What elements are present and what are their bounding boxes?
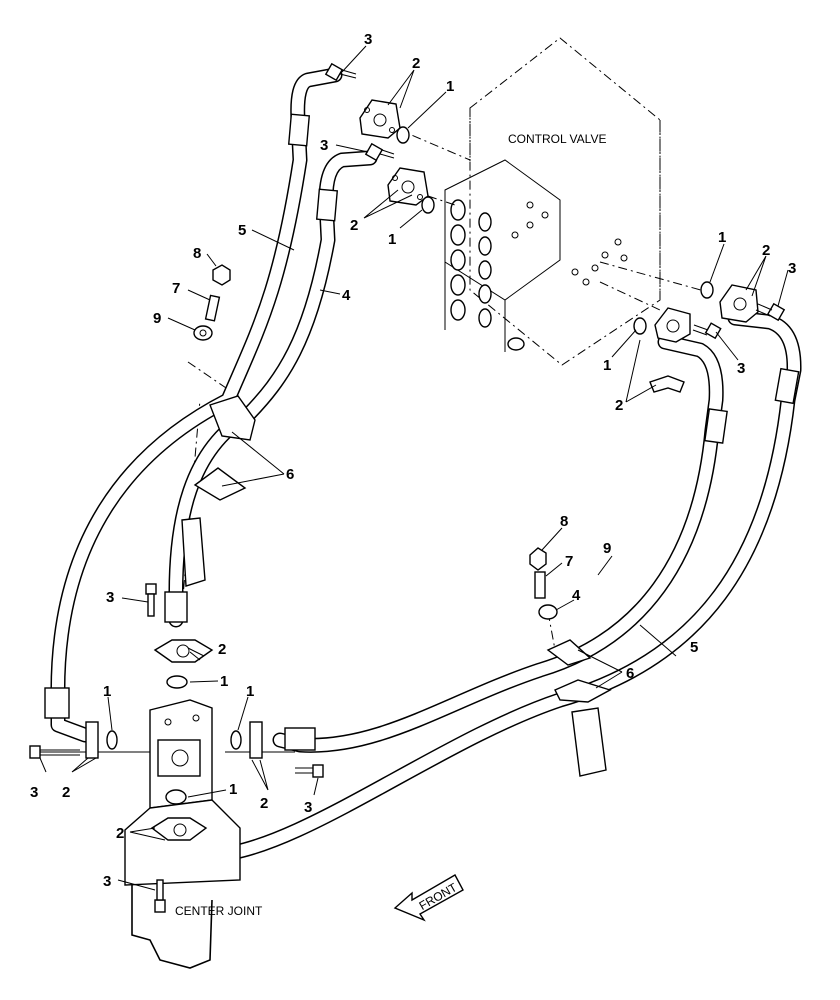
callout-36: 3 (103, 873, 111, 890)
callout-7: 5 (238, 222, 246, 239)
center-o-ring-bottom (165, 789, 187, 805)
bolt-right-2 (692, 322, 722, 340)
callout-31: 2 (62, 784, 70, 801)
callout-13: 1 (718, 229, 726, 246)
flange-right-1 (719, 284, 759, 323)
callout-5: 2 (350, 217, 358, 234)
bolt-right-1 (755, 302, 786, 322)
callout-28: 1 (103, 683, 111, 700)
bolt-upper-2 (364, 142, 395, 162)
callout-2: 2 (412, 55, 420, 72)
callout-8: 4 (342, 287, 351, 304)
flange-half-right (649, 375, 685, 393)
callout-17: 3 (737, 360, 745, 377)
callout-33: 3 (304, 799, 312, 816)
callout-24: 6 (626, 665, 634, 682)
flange-upper-1 (359, 99, 401, 139)
hose-4-left (168, 150, 378, 628)
callout-22: 4 (572, 587, 581, 604)
o-ring-2 (421, 196, 435, 214)
hardware-upper (193, 264, 231, 341)
callout-1: 3 (364, 31, 372, 48)
callout-15: 3 (788, 260, 796, 277)
callout-27: 1 (220, 673, 228, 690)
center-joint-label: CENTER JOINT (175, 904, 263, 918)
control-valve-body (444, 159, 628, 352)
callout-3: 1 (446, 78, 454, 95)
center-bolts (29, 583, 324, 913)
center-flange-bottom (150, 817, 208, 841)
callout-16: 1 (603, 357, 611, 374)
callout-29: 1 (246, 683, 254, 700)
callout-10: 7 (172, 280, 180, 297)
hardware-lower (529, 547, 558, 620)
callout-12: 6 (286, 466, 294, 483)
callout-19: 8 (560, 513, 568, 530)
leader-lines (35, 127, 709, 753)
callout-leaders (39, 45, 789, 891)
callout-32: 2 (260, 795, 268, 812)
callout-11: 9 (153, 310, 161, 327)
o-ring-1 (396, 126, 410, 144)
control-valve-label: CONTROL VALVE (508, 132, 606, 146)
flange-upper-2 (387, 167, 429, 206)
right-flange (230, 721, 263, 759)
callout-34: 1 (229, 781, 237, 798)
hose-5-left (50, 67, 343, 743)
control-valve-outline (469, 37, 661, 366)
front-arrow-icon (393, 874, 464, 922)
callout-18: 2 (615, 397, 623, 414)
center-flange-top (153, 639, 214, 663)
callout-21: 9 (603, 540, 611, 557)
callout-35: 2 (116, 825, 124, 842)
hose-4-right (272, 334, 724, 753)
o-ring-3 (700, 281, 714, 299)
callout-23: 5 (690, 639, 698, 656)
center-o-ring-top (166, 675, 188, 689)
flange-right-2 (654, 307, 691, 343)
callout-6: 1 (388, 231, 396, 248)
callout-14: 2 (762, 242, 770, 259)
clamp-upper (181, 395, 256, 587)
bolt-upper-1 (324, 62, 357, 82)
callout-25: 3 (106, 589, 114, 606)
callout-numbers: 3 2 1 3 2 1 5 4 8 7 9 6 1 2 3 1 3 2 8 7 … (30, 31, 796, 890)
o-ring-4 (633, 317, 647, 335)
callout-20: 7 (565, 553, 573, 570)
callout-26: 2 (218, 641, 226, 658)
callout-4: 3 (320, 137, 328, 154)
center-joint (124, 699, 241, 969)
left-flange (85, 721, 118, 759)
callout-9: 8 (193, 245, 201, 262)
clamp-lower (546, 639, 612, 777)
callout-30: 3 (30, 784, 38, 801)
